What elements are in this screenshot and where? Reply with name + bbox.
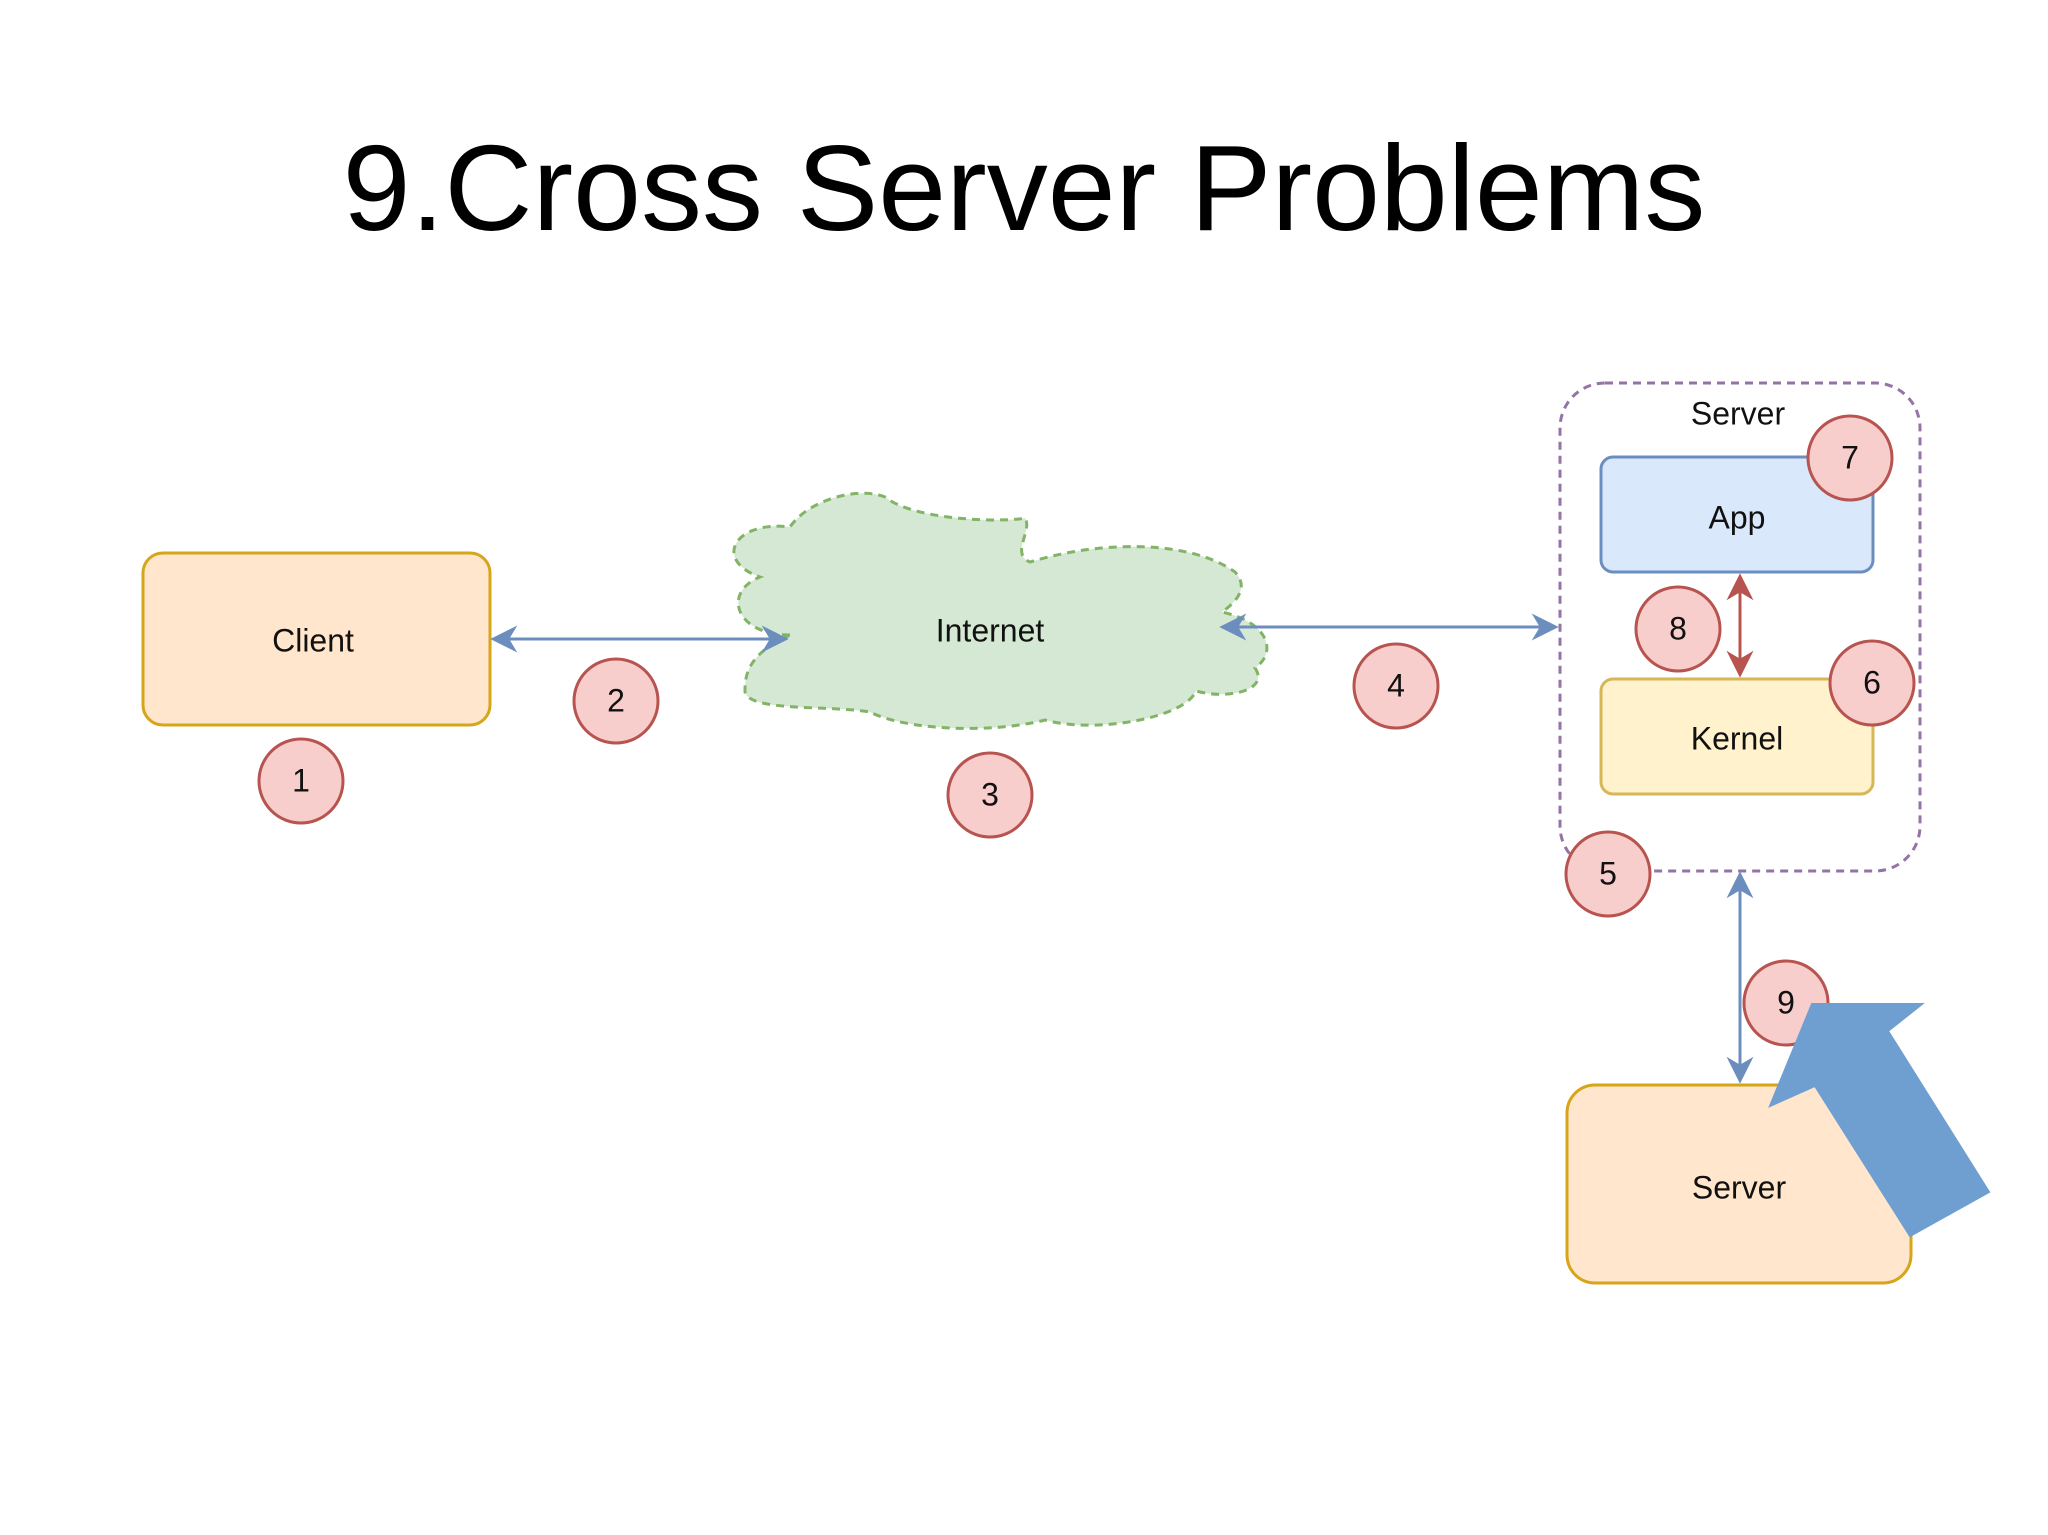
slide-title: 9.Cross Server Problems [342,120,1706,256]
client-node: Client [141,551,492,727]
marker-4: 4 [1352,642,1440,730]
marker-7: 7 [1806,414,1894,502]
marker-8: 8 [1634,585,1722,673]
remote-server-label: Server [1692,1169,1787,1205]
marker-7-label: 7 [1841,439,1859,475]
marker-9-label: 9 [1777,984,1795,1020]
pointer-arrow [1768,1003,1991,1238]
internet-label: Internet [936,612,1045,648]
marker-1-label: 1 [292,762,310,798]
marker-2-label: 2 [607,682,625,718]
server-group: Server [1558,381,1922,873]
remote-server-node: Server [1565,1083,1913,1285]
internet-cloud [732,491,1269,730]
marker-3: 3 [946,751,1034,839]
server-group-label: Server [1691,395,1786,431]
marker-1: 1 [257,737,345,825]
server-group-border [1558,381,1922,873]
marker-8-label: 8 [1669,610,1687,646]
app-box [1599,455,1875,574]
client-label: Client [272,622,354,658]
marker-5-label: 5 [1599,855,1617,891]
internet-node: Internet [732,491,1269,730]
app-label: App [1709,499,1766,535]
kernel-node: Kernel [1599,677,1875,796]
marker-3-label: 3 [981,776,999,812]
kernel-label: Kernel [1691,720,1784,756]
client-box [141,551,492,727]
marker-2: 2 [572,657,660,745]
marker-6: 6 [1828,639,1916,727]
marker-5: 5 [1564,830,1652,918]
kernel-box [1599,677,1875,796]
marker-4-label: 4 [1387,667,1405,703]
marker-6-label: 6 [1863,664,1881,700]
app-node: App [1599,455,1875,574]
